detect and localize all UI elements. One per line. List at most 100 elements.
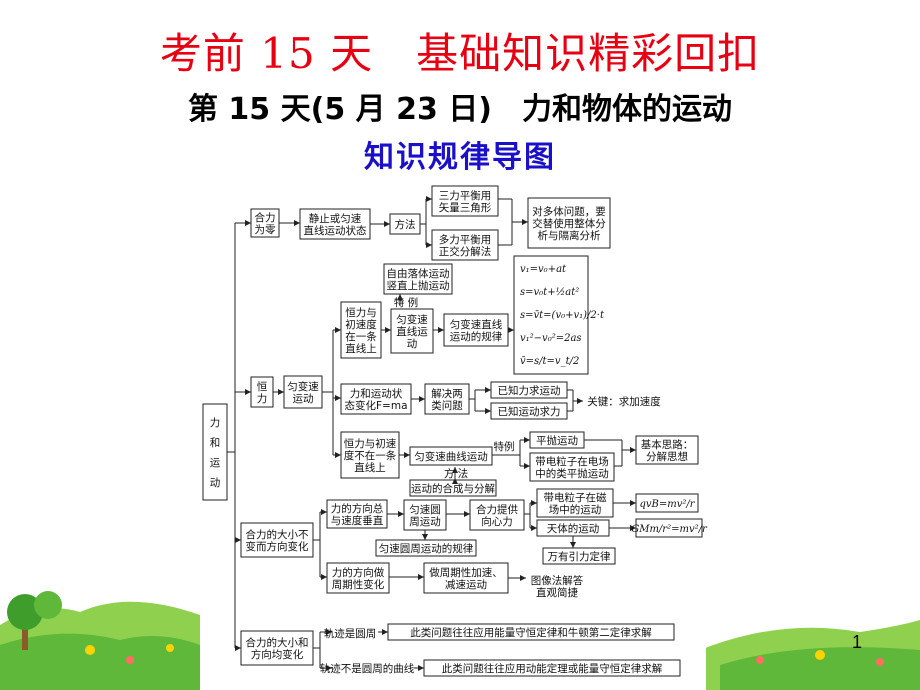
const-force-box-text: 力 <box>257 392 268 405</box>
zero-force-box-text: 合力 <box>255 211 276 224</box>
var-force-box-text: 合力的大小不 <box>246 528 309 541</box>
both-change-box-text: 方向均变化 <box>251 648 304 661</box>
special-case2-label: 特例 <box>494 440 515 453</box>
gravitation-box-text: 万有引力定律 <box>548 550 611 563</box>
track-not-circle-box: 轨迹不是圆周的曲线 <box>320 662 415 675</box>
root-box-text: 运 <box>210 457 221 469</box>
curve-motion-box-text: 匀变速曲线运动 <box>414 450 488 463</box>
perp-force-box-text: 与速度垂直 <box>331 514 384 527</box>
method-box-text: 方法 <box>395 218 416 231</box>
formula-text: v₁²−v₀²=2as <box>520 333 582 344</box>
const-force-not-line-box-text: 度不在一条 <box>344 449 397 462</box>
perp-force-box-text: 力的方向总 <box>331 502 384 515</box>
multi-force-box-text: 正交分解法 <box>439 245 492 258</box>
uniform-var-line-law-box-text: 匀变速直线 <box>450 318 503 331</box>
force-state-change-box-text: 态变化F=ma <box>345 399 408 412</box>
uniform-circle-box: 匀速圆周运动 <box>403 499 447 531</box>
periodic-accel-box-text: 减速运动 <box>445 579 487 591</box>
known-motion-box-text: 已知运动求力 <box>498 405 561 418</box>
both-change-box-text: 合力的大小和 <box>246 636 309 649</box>
zero-force-box-text: 为零 <box>255 224 276 236</box>
const-force-line-box-text: 直线上 <box>345 342 377 355</box>
root-box-text: 和 <box>210 437 221 449</box>
var-force-box-text: 变而方向变化 <box>246 540 309 553</box>
free-fall-box-text: 自由落体运动 <box>387 267 450 280</box>
track-circle-box: 轨迹是圆周 <box>324 627 377 640</box>
gravity-formula: GMm/r²=mv²/r <box>631 518 708 538</box>
formula-text: s=v̄t=(v₀+v₁)/2·t <box>520 310 605 321</box>
periodic-force-box-text: 周期性变化 <box>332 578 385 591</box>
composition-box: 运动的合成与分解 <box>409 479 497 497</box>
const-force-line-box-text: 恒力与 <box>345 306 377 319</box>
charged-magnetic-box-text: 场中的运动 <box>549 503 602 516</box>
method2-label-text: 方 法 <box>444 467 468 480</box>
special-case2-label-text: 特例 <box>494 440 515 453</box>
track-circle-box-text: 轨迹是圆周 <box>324 627 377 640</box>
known-force-box-text: 已知力求运动 <box>498 384 561 397</box>
static-state-box-text: 静止或匀速 <box>309 212 362 225</box>
track-not-circle-box-text: 轨迹不是圆周的曲线 <box>320 662 415 675</box>
uniform-circle-box-text: 匀速圆 <box>409 504 441 516</box>
key-accel-box-text: 关键：求加速度 <box>587 395 661 408</box>
solve-two-box-text: 解决两 <box>431 387 463 400</box>
uniform-var-box-text: 运动 <box>293 393 314 405</box>
basic-idea-box-text: 分解思想 <box>646 450 688 463</box>
uniform-var-line-box-text: 匀变速 <box>396 313 428 326</box>
formulas-box <box>513 255 589 375</box>
uniform-var-line-box-text: 直线运 <box>396 325 428 338</box>
basic-idea-box-text: 基本思路： <box>641 438 694 451</box>
centripetal-box-text: 合力提供 <box>476 503 518 516</box>
uniform-var-line-law-box-text: 运动的规律 <box>450 330 503 343</box>
periodic-force-box-text: 力的方向做 <box>332 566 385 579</box>
known-force-box: 已知力求运动 <box>490 381 568 399</box>
known-motion-box: 已知运动求力 <box>490 402 568 420</box>
multi-body-box-text: 交替使用整体分 <box>532 217 606 230</box>
force-state-change-box-text: 力和运动状 <box>350 387 403 400</box>
formula-text: v̄=s/t=v_t/2 <box>520 356 579 367</box>
projectile-box-text: 平抛运动 <box>536 434 578 447</box>
image-method-box-text: 图像法解答 <box>531 574 584 587</box>
circle-law-box-text: 匀速圆周运动的规律 <box>379 542 474 555</box>
formula-text: v₁=v₀+at <box>520 264 567 275</box>
periodic-accel-box-text: 做周期性加速、 <box>429 566 503 579</box>
celestial-box-text: 天体的运动 <box>547 522 600 535</box>
static-state-box-text: 直线运动状态 <box>304 224 367 237</box>
const-force-not-line-box-text: 直线上 <box>354 461 386 474</box>
curve-motion-box: 匀变速曲线运动 <box>409 446 493 466</box>
multi-force-box-text: 多力平衡用 <box>439 233 492 246</box>
const-force-box-text: 恒 <box>257 380 268 393</box>
multi-body-box-text: 析与隔离分析 <box>538 229 601 242</box>
composition-box-text: 运动的合成与分解 <box>411 482 495 495</box>
track-not-circle-note-box-text: 此类问题往往应用动能定理或能量守恒定律求解 <box>442 662 663 675</box>
charged-field-box-text: 中的类平抛运动 <box>535 467 609 480</box>
formula-text: s=v₀t+½at² <box>520 287 579 298</box>
free-fall-box-text: 竖直上抛运动 <box>387 279 450 292</box>
page-subtitle: 第 15 天(5 月 23 日) 力和物体的运动 <box>187 92 732 127</box>
section-title: 知识规律导图 <box>364 140 556 175</box>
image-method-box-text: 直观简捷 <box>536 586 578 599</box>
gravity-formula-text: GMm/r²=mv²/r <box>631 524 708 535</box>
key-accel-box: 关键：求加速度 <box>587 395 661 408</box>
special-case-label: 特 例 <box>394 296 418 309</box>
centripetal-box-text: 向心力 <box>481 515 513 528</box>
gravitation-box: 万有引力定律 <box>542 547 616 565</box>
uniform-var-line-box-text: 动 <box>407 338 418 350</box>
